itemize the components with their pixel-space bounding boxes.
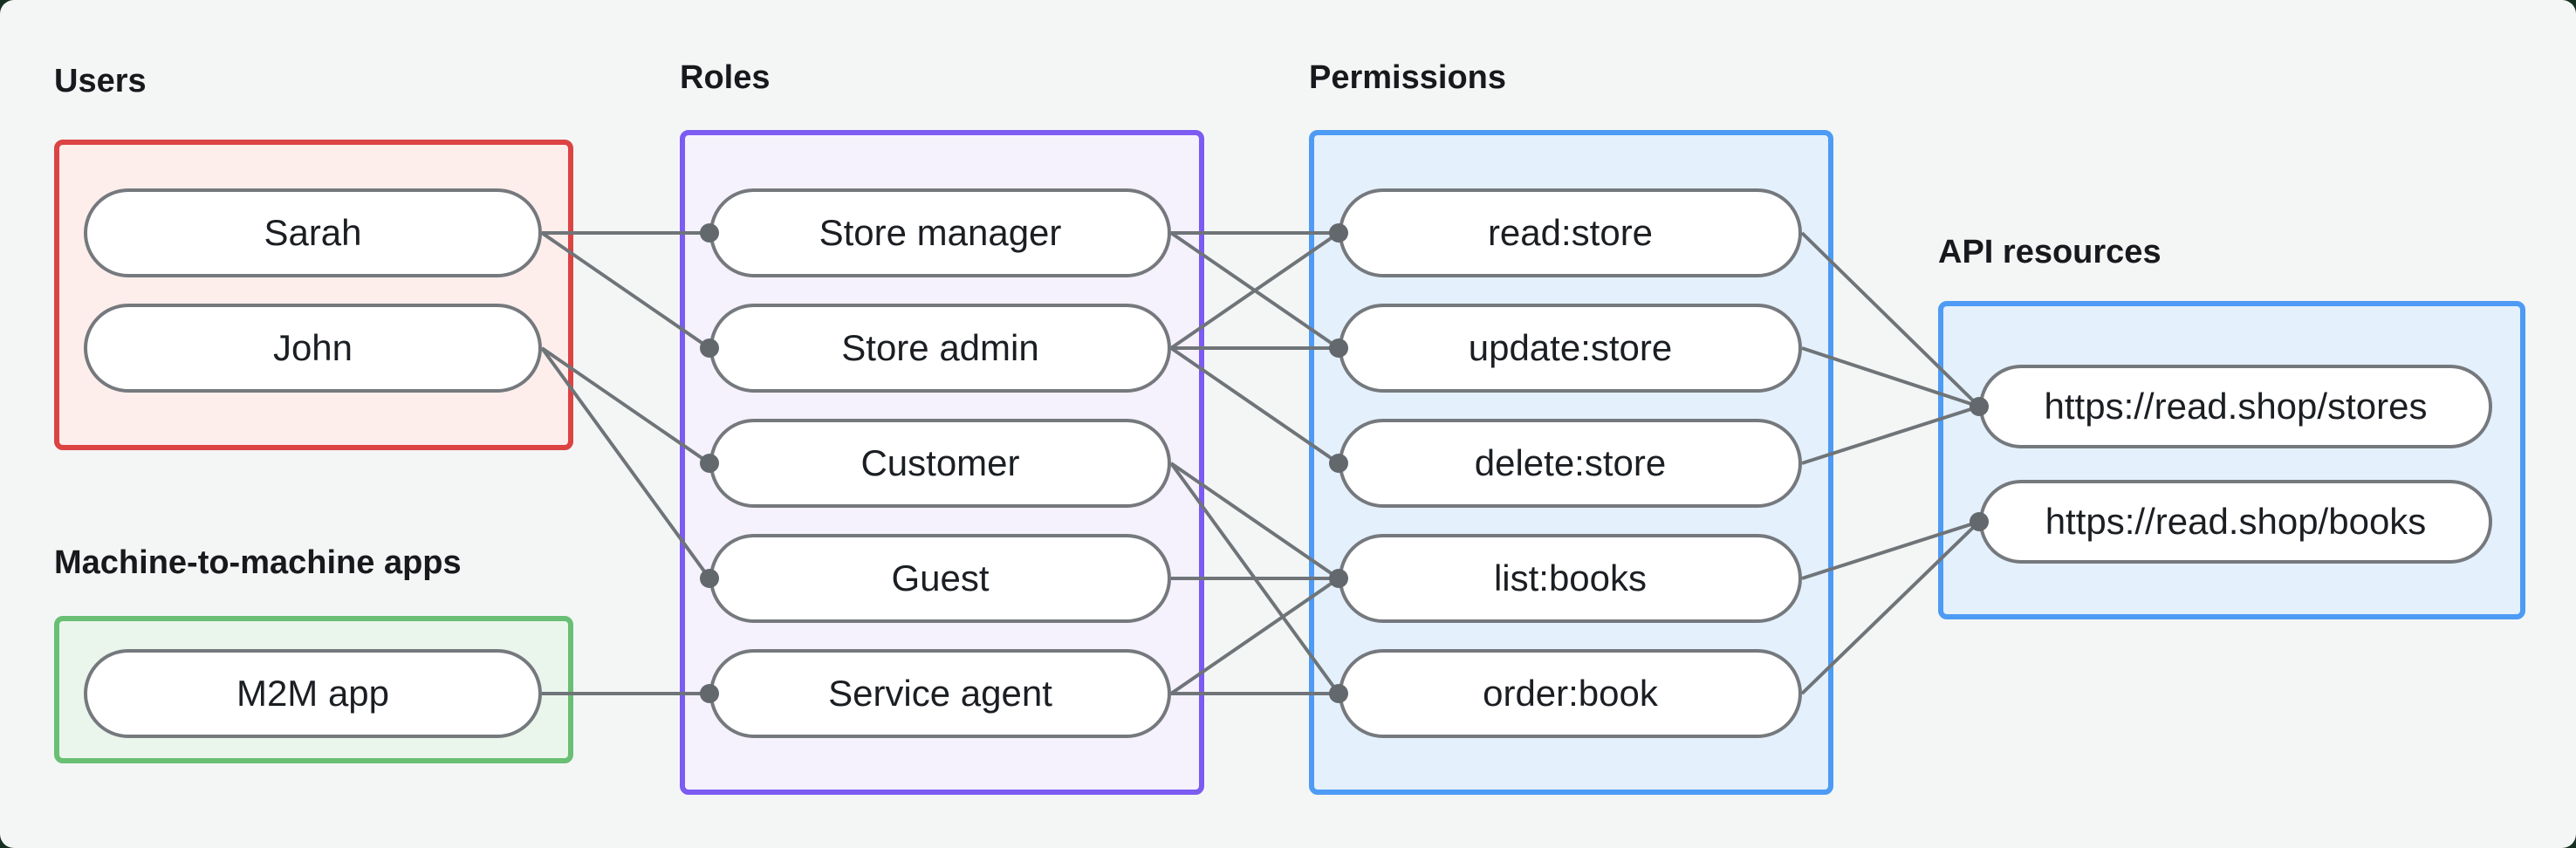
node-order-book: order:book	[1339, 649, 1802, 738]
node-john: John	[84, 304, 542, 393]
node-list-books: list:books	[1339, 534, 1802, 623]
node-read-store: read:store	[1339, 188, 1802, 277]
node-delete-store: delete:store	[1339, 419, 1802, 508]
node-sarah: Sarah	[84, 188, 542, 277]
m2m-group-title: Machine-to-machine apps	[54, 544, 462, 581]
users-group-title: Users	[54, 63, 147, 99]
node-service-agent: Service agent	[709, 649, 1171, 738]
node-m2m-app: M2M app	[84, 649, 542, 738]
node-api-books: https://read.shop/books	[1979, 480, 2492, 564]
node-guest: Guest	[709, 534, 1171, 623]
permissions-group-title: Permissions	[1309, 59, 1506, 96]
api-resources-group-title: API resources	[1938, 234, 2162, 270]
node-api-stores: https://read.shop/stores	[1979, 365, 2492, 448]
node-store-manager: Store manager	[709, 188, 1171, 277]
users-group-box	[54, 140, 573, 450]
node-customer: Customer	[709, 419, 1171, 508]
node-update-store: update:store	[1339, 304, 1802, 393]
api-resources-group-box	[1938, 301, 2525, 619]
roles-group-title: Roles	[680, 59, 771, 96]
node-store-admin: Store admin	[709, 304, 1171, 393]
